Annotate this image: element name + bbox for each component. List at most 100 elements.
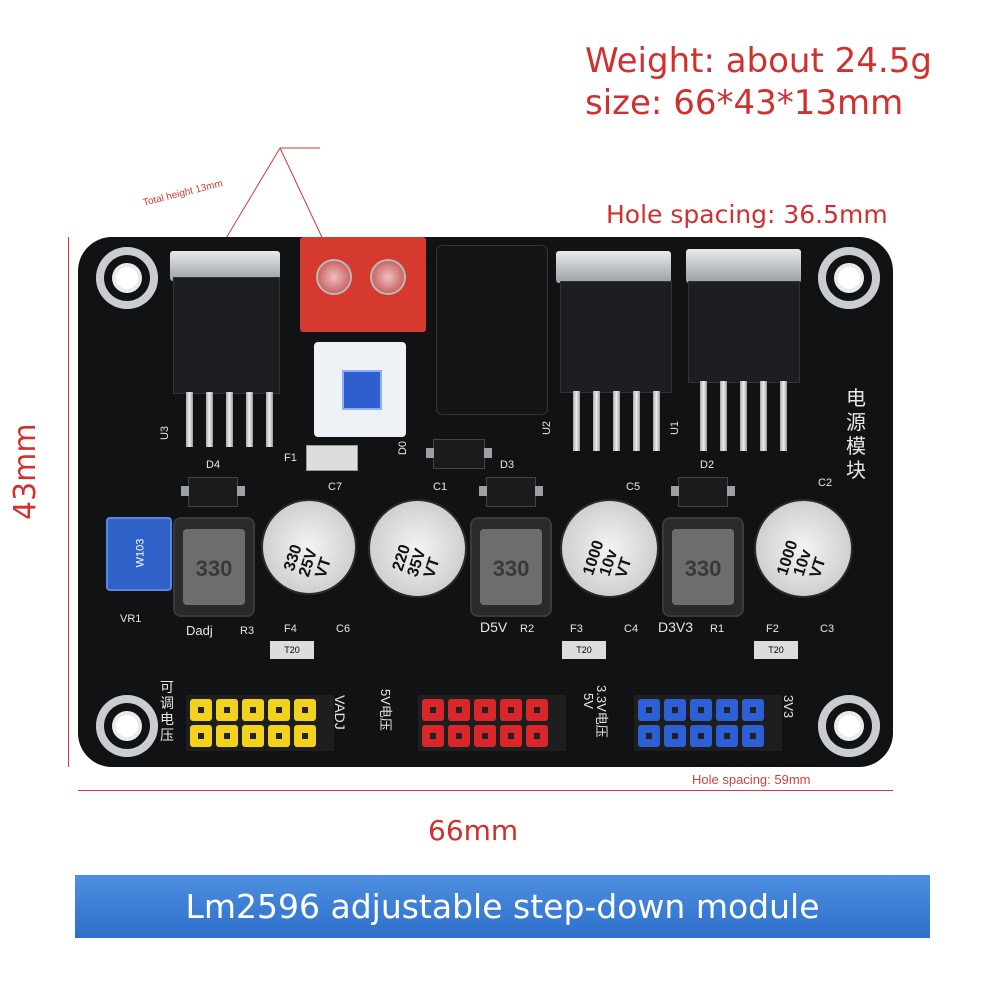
r3-label: R3 xyxy=(240,625,255,637)
regulator-u1 xyxy=(688,281,800,383)
header-pin[interactable] xyxy=(500,725,522,747)
regulator-pin xyxy=(266,392,273,447)
inductor: 330 xyxy=(470,517,552,617)
power-switch[interactable] xyxy=(314,342,406,437)
inductor: 330 xyxy=(173,517,255,617)
header-pin[interactable] xyxy=(638,725,660,747)
dc-power-jack xyxy=(436,245,548,415)
header-pin[interactable] xyxy=(294,725,316,747)
header-pin[interactable] xyxy=(742,699,764,721)
regulator-pin xyxy=(186,392,193,447)
3v3-output-header[interactable] xyxy=(634,695,782,751)
regulator-pin xyxy=(633,391,640,451)
regulator-u2 xyxy=(560,281,672,393)
weight-text: Weight: about 24.5g xyxy=(585,41,932,81)
dadj-label: Dadj xyxy=(186,623,213,638)
header-pin[interactable] xyxy=(190,699,212,721)
header-pin[interactable] xyxy=(268,725,290,747)
regulator-pin xyxy=(740,381,747,451)
regulator-tab xyxy=(556,251,671,283)
inductor: 330 xyxy=(662,517,744,617)
header-pin[interactable] xyxy=(716,699,738,721)
header-pin[interactable] xyxy=(294,699,316,721)
mounting-hole xyxy=(818,247,880,309)
header-pin[interactable] xyxy=(716,725,738,747)
header-pin[interactable] xyxy=(474,725,496,747)
d3-label: D3 xyxy=(500,459,515,471)
header-pin[interactable] xyxy=(216,725,238,747)
diode-d0 xyxy=(426,439,492,469)
r1-label: R1 xyxy=(710,623,725,635)
header-pin[interactable] xyxy=(690,699,712,721)
height-dimension-text: 43mm xyxy=(8,423,43,520)
header-pin[interactable] xyxy=(448,699,470,721)
adjustable-output-header[interactable] xyxy=(186,695,334,751)
header-pin[interactable] xyxy=(664,699,686,721)
c5-label: C5 xyxy=(626,481,641,493)
header-pin[interactable] xyxy=(448,725,470,747)
3v3-out-label: 3V3 xyxy=(781,695,796,719)
5v-output-header[interactable] xyxy=(418,695,566,751)
mounting-hole xyxy=(818,695,880,757)
header-pin[interactable] xyxy=(190,725,212,747)
mounting-hole xyxy=(96,247,158,309)
c3-label: C3 xyxy=(820,623,835,635)
f4-label: F4 xyxy=(284,623,297,635)
header-pin[interactable] xyxy=(242,699,264,721)
regulator-pin xyxy=(226,392,233,447)
regulator-pin xyxy=(246,392,253,447)
f3-label: F3 xyxy=(570,623,583,635)
header-pin[interactable] xyxy=(422,699,444,721)
switch-button[interactable] xyxy=(342,370,382,410)
regulator-tab xyxy=(170,251,280,281)
terminal-screw xyxy=(370,259,406,295)
fuse-f2: T20 xyxy=(754,641,798,659)
f2-label: F2 xyxy=(766,623,779,635)
c1-label: C1 xyxy=(433,481,448,493)
regulator-u3 xyxy=(173,277,280,394)
regulator-pin xyxy=(700,381,707,451)
fuse-f1 xyxy=(306,445,358,471)
header-pin[interactable] xyxy=(690,725,712,747)
adjustable-voltage-label: 可调电压 xyxy=(160,679,174,743)
inductor-marking: 330 xyxy=(480,529,542,605)
c4-label: C4 xyxy=(624,623,639,635)
header-pin[interactable] xyxy=(500,699,522,721)
regulator-tab xyxy=(686,249,801,283)
header-pin[interactable] xyxy=(526,699,548,721)
header-pin[interactable] xyxy=(216,699,238,721)
product-title-banner: Lm2596 adjustable step-down module xyxy=(75,875,930,938)
trimmer-vr1[interactable]: W103 xyxy=(106,517,172,591)
r2-label: R2 xyxy=(520,623,535,635)
hole-spacing-bottom-text: Hole spacing: 59mm xyxy=(692,772,811,787)
d2-label: D2 xyxy=(700,459,715,471)
u3-label: U3 xyxy=(159,425,172,441)
diode-d2 xyxy=(671,477,735,507)
f1-label: F1 xyxy=(284,452,297,464)
d0-label: D0 xyxy=(397,440,410,456)
header-pin[interactable] xyxy=(422,725,444,747)
header-pin[interactable] xyxy=(664,725,686,747)
power-module-label: 电源模块 xyxy=(846,388,866,482)
header-pin[interactable] xyxy=(742,725,764,747)
regulator-pin xyxy=(206,392,213,447)
header-pin[interactable] xyxy=(526,725,548,747)
header-pin[interactable] xyxy=(268,699,290,721)
header-pin[interactable] xyxy=(474,699,496,721)
width-dimension-line xyxy=(78,790,893,791)
5v-voltage-label: 5V电压 xyxy=(378,689,393,731)
header-pin[interactable] xyxy=(638,699,660,721)
3v3-voltage-label: 3.3V电压 xyxy=(594,685,609,738)
regulator-pin xyxy=(613,391,620,451)
c7-label: C7 xyxy=(328,481,343,493)
height-dimension-line xyxy=(68,237,69,767)
header-pin[interactable] xyxy=(242,725,264,747)
d5v-label: D5V xyxy=(480,619,508,635)
hole-spacing-top-text: Hole spacing: 36.5mm xyxy=(606,200,888,229)
